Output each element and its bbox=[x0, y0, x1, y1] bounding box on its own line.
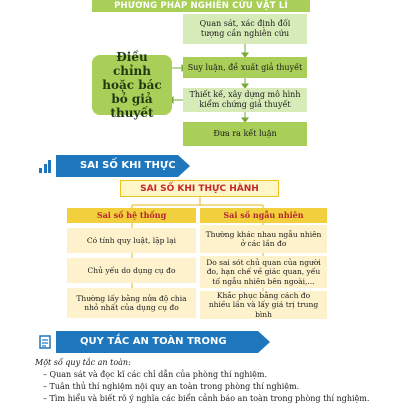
method-section-title: PHƯƠNG PHÁP NGHIÊN CỨU VẬT LÍ bbox=[92, 0, 310, 12]
document-icon bbox=[35, 332, 55, 352]
systematic-error-item: Chủ yếu do dụng cụ đo bbox=[67, 258, 196, 283]
random-error-item: Khắc phục bằng cách đo nhiều lần và lấy … bbox=[200, 291, 327, 319]
safety-rule: – Quan sát và đọc kĩ các chỉ dẫn của phò… bbox=[43, 370, 267, 379]
random-error-heading: Sai số ngẫu nhiên bbox=[200, 208, 327, 223]
safety-intro: Một số quy tắc an toàn: bbox=[35, 358, 131, 367]
method-step-experiment: Thiết kế, xây dựng mô hình kiểm chứng gi… bbox=[183, 88, 307, 112]
method-step-hypothesis: Suy luận, đề xuất giả thuyết bbox=[183, 57, 307, 78]
method-step-conclusion: Đưa ra kết luận bbox=[183, 122, 307, 146]
safety-rule: – Tuân thủ thí nghiệm nội quy an toàn tr… bbox=[43, 382, 300, 391]
error-diagram-title: SAI SỐ KHI THỰC HÀNH bbox=[120, 180, 279, 197]
chart-icon bbox=[35, 156, 55, 176]
systematic-error-heading: Sai số hệ thống bbox=[67, 208, 196, 223]
method-step-observe: Quan sát, xác định đối tượng cần nghiên … bbox=[183, 14, 307, 44]
random-error-item: Thường khác nhau ngẫu nhiên ở các lần đo bbox=[200, 225, 327, 253]
adjust-hypothesis-box: Điều chỉnh hoặc bác bỏ giả thuyết bbox=[92, 50, 172, 120]
error-section-header: SAI SỐ KHI THỰC HÀNH bbox=[56, 155, 190, 177]
systematic-error-item: Thường lấy bằng nửa độ chia nhỏ nhất của… bbox=[67, 288, 196, 318]
safety-rule: – Tìm hiểu và biết rõ ý nghĩa các biển c… bbox=[43, 394, 370, 403]
random-error-item: Do sai sót chủ quan của người đo, hạn ch… bbox=[200, 256, 327, 288]
systematic-error-item: Có tính quy luật, lặp lại bbox=[67, 228, 196, 253]
safety-section-header: QUY TẮC AN TOÀN TRONG PHÒNG THÍ NGHIỆM bbox=[56, 331, 270, 353]
